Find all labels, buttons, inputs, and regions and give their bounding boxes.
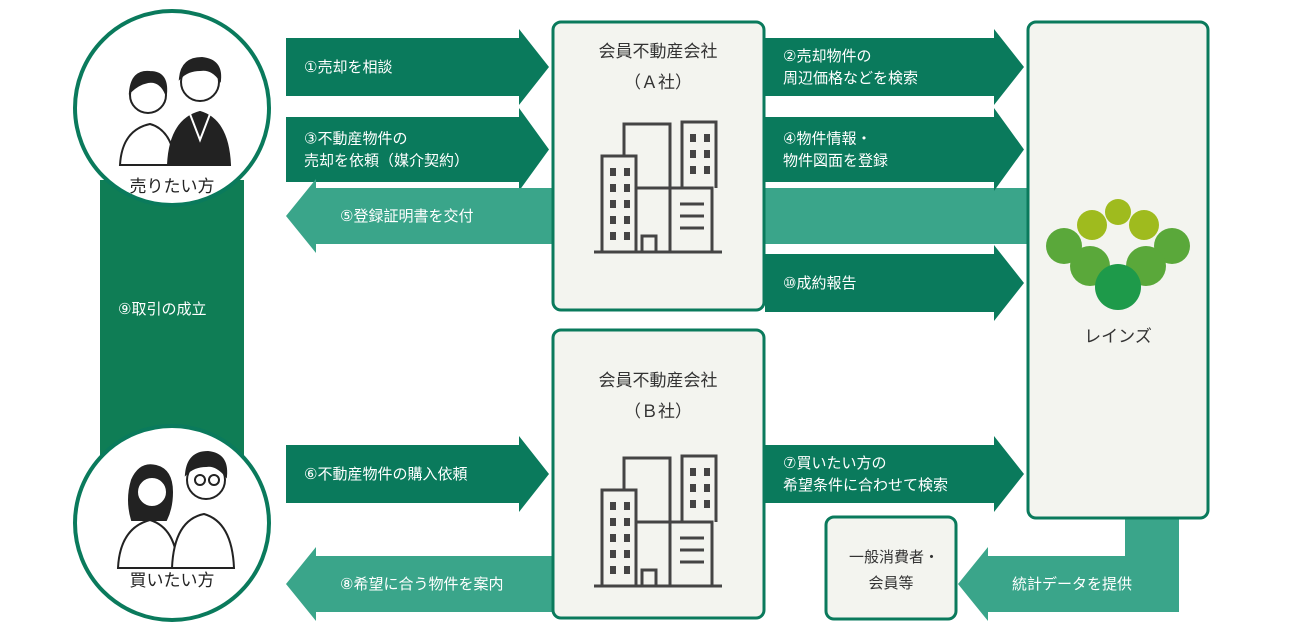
company-a-box <box>551 20 766 312</box>
step-2-label: 周辺価格などを検索 <box>783 69 918 87</box>
company-b-name: 会員不動産会社 <box>599 371 718 391</box>
step-5-arrow <box>286 179 553 253</box>
step-6-label: ⑥不動産物件の購入依頼 <box>304 465 467 483</box>
stats-connector <box>1125 517 1179 567</box>
seller-label: 売りたい方 <box>130 177 215 197</box>
seller-people-icon <box>118 56 232 166</box>
step-5-label: ⑤登録証明書を交付 <box>340 207 473 225</box>
building-icon <box>594 120 722 254</box>
step-1-arrow <box>286 29 549 105</box>
step-5-connector <box>765 188 1029 244</box>
company-a-sub: （Ａ社） <box>624 73 692 93</box>
step-6-arrow <box>286 436 549 512</box>
step-3-label: 売却を依頼（媒介契約） <box>304 152 469 170</box>
company-b-sub: （Ｂ社） <box>624 402 692 422</box>
reins-label: レインズ <box>1084 327 1152 347</box>
step-3-label: ③不動産物件の <box>304 130 407 148</box>
company-b-node: 会員不動産会社 （Ｂ社） <box>551 328 766 620</box>
step-9-label: ⑨取引の成立 <box>118 300 206 318</box>
consumer-line2: 会員等 <box>868 574 913 592</box>
step-10-label: ⑩成約報告 <box>783 274 856 292</box>
step-2-label: ②売却物件の <box>783 47 871 65</box>
step-4-label: ④物件情報・ <box>783 130 871 148</box>
building-icon <box>594 454 722 588</box>
stats-arrow <box>958 547 1179 621</box>
step-10-arrow <box>765 245 1024 321</box>
reins-logo-icon <box>1046 199 1190 310</box>
step-7-label: 希望条件に合わせて検索 <box>783 476 948 494</box>
step-2-arrow <box>765 29 1024 105</box>
step-4-arrow <box>765 108 1024 191</box>
consumer-line1: 一般消費者・ <box>849 548 939 566</box>
buyer-people-icon <box>116 450 236 569</box>
step-8-label: ⑧希望に合う物件を案内 <box>340 575 503 593</box>
step-7-arrow <box>765 436 1024 512</box>
seller-circle <box>73 9 271 207</box>
step-3-arrow <box>286 108 549 191</box>
step-7-label: ⑦買いたい方の <box>783 454 886 472</box>
consumer-node: 一般消費者・ 会員等 <box>824 515 958 621</box>
company-a-name: 会員不動産会社 <box>599 42 718 62</box>
step-8-arrow <box>286 547 553 621</box>
step-4-label: 物件図面を登録 <box>783 152 888 170</box>
consumer-box <box>824 515 958 621</box>
buyer-node: 買いたい方 <box>73 424 271 622</box>
step-1-label: ①売却を相談 <box>304 58 392 76</box>
buyer-label: 買いたい方 <box>130 571 215 591</box>
seller-node: 売りたい方 <box>73 9 271 207</box>
stats-label: 統計データを提供 <box>1012 575 1132 593</box>
company-a-node: 会員不動産会社 （Ａ社） <box>551 20 766 312</box>
reins-node: レインズ <box>1026 20 1210 520</box>
